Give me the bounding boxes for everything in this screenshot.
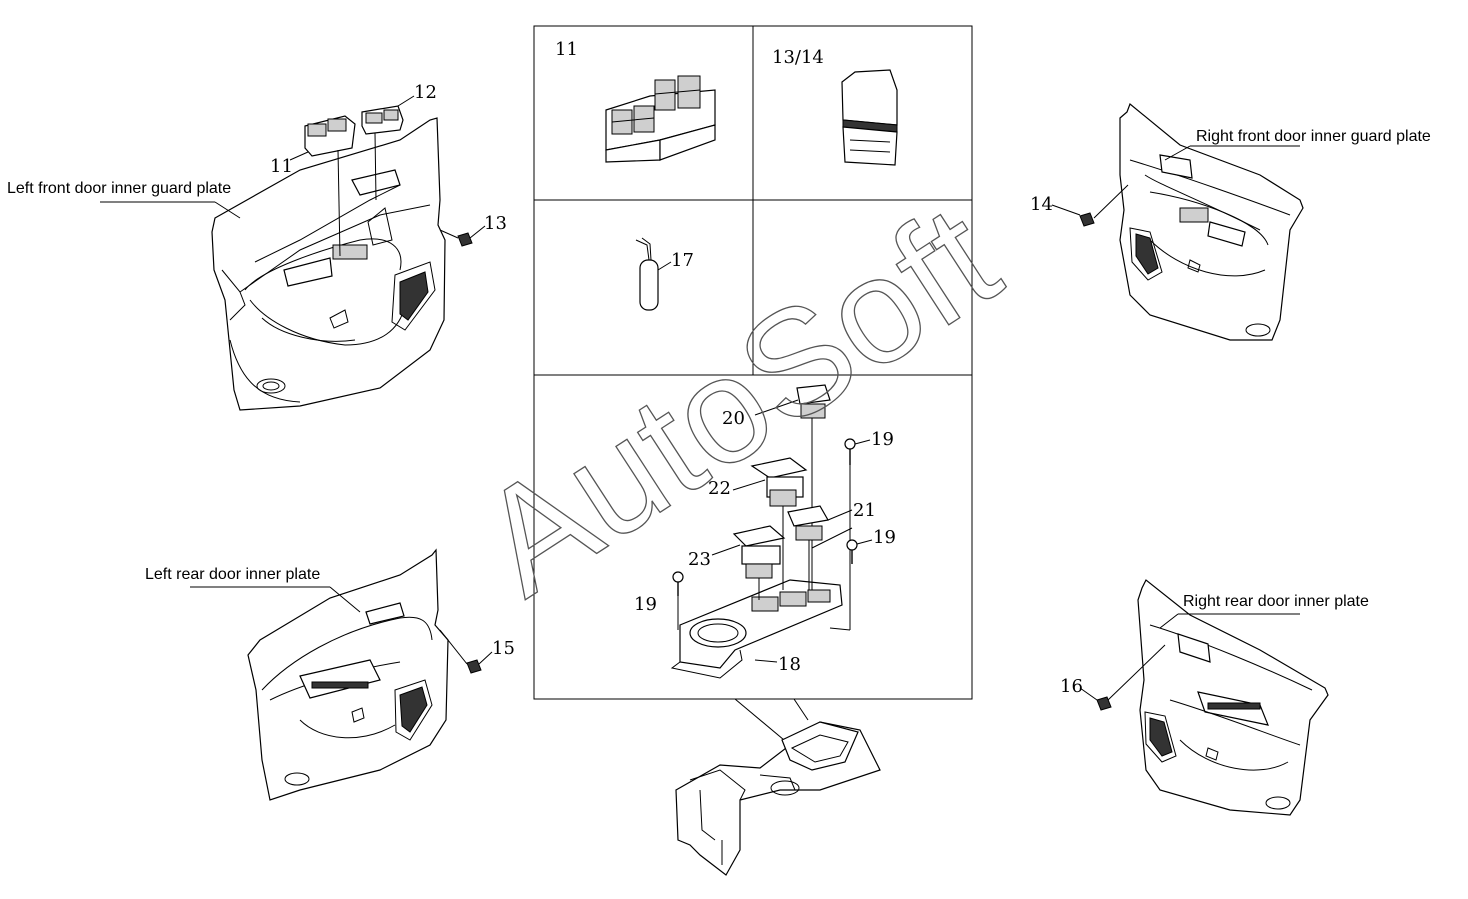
left-front-door: 12 11 13 Left front door inner guard pla… (7, 82, 507, 411)
single-switch-detail (841, 69, 898, 166)
caption-left-front-door: Left front door inner guard plate (7, 180, 231, 197)
watermark: AutoSoft (451, 173, 1025, 627)
callout-14: 14 (1030, 194, 1053, 215)
caption-right-front-door: Right front door inner guard plate (1196, 128, 1431, 145)
right-rear-door: 16 Right rear door inner plate (1060, 579, 1369, 816)
callout-12: 12 (414, 82, 437, 103)
callout-13: 13 (484, 213, 507, 234)
console-switch-detail: 18 20 22 21 23 19 (634, 384, 896, 679)
callout-16: 16 (1060, 676, 1083, 697)
console-leader-right (793, 698, 809, 721)
panel-label-11: 11 (555, 39, 578, 60)
right-front-door: 14 Right front door inner guard plate (1030, 103, 1431, 341)
callout-17: 17 (671, 250, 694, 271)
callout-15: 15 (492, 638, 515, 659)
window-switch-detail (605, 75, 716, 163)
callout-21: 21 (853, 500, 876, 521)
callout-19-top: 19 (871, 429, 894, 450)
detail-panel-grid: 11 13/14 (533, 25, 973, 700)
panel-label-13-14: 13/14 (772, 47, 824, 68)
callout-20: 20 (722, 408, 745, 429)
console-leader-left (734, 698, 791, 746)
lamp-detail: 17 (635, 237, 694, 311)
callout-22: 22 (708, 478, 731, 499)
callout-19-right: 19 (873, 527, 896, 548)
caption-right-rear-door: Right rear door inner plate (1183, 593, 1369, 610)
left-rear-door: 15 Left rear door inner plate (145, 548, 515, 801)
callout-23: 23 (688, 549, 711, 570)
center-console (675, 721, 881, 876)
callout-11-door: 11 (270, 156, 293, 177)
caption-left-rear-door: Left rear door inner plate (145, 566, 320, 583)
callout-19-left: 19 (634, 594, 657, 615)
callout-18: 18 (778, 654, 801, 675)
